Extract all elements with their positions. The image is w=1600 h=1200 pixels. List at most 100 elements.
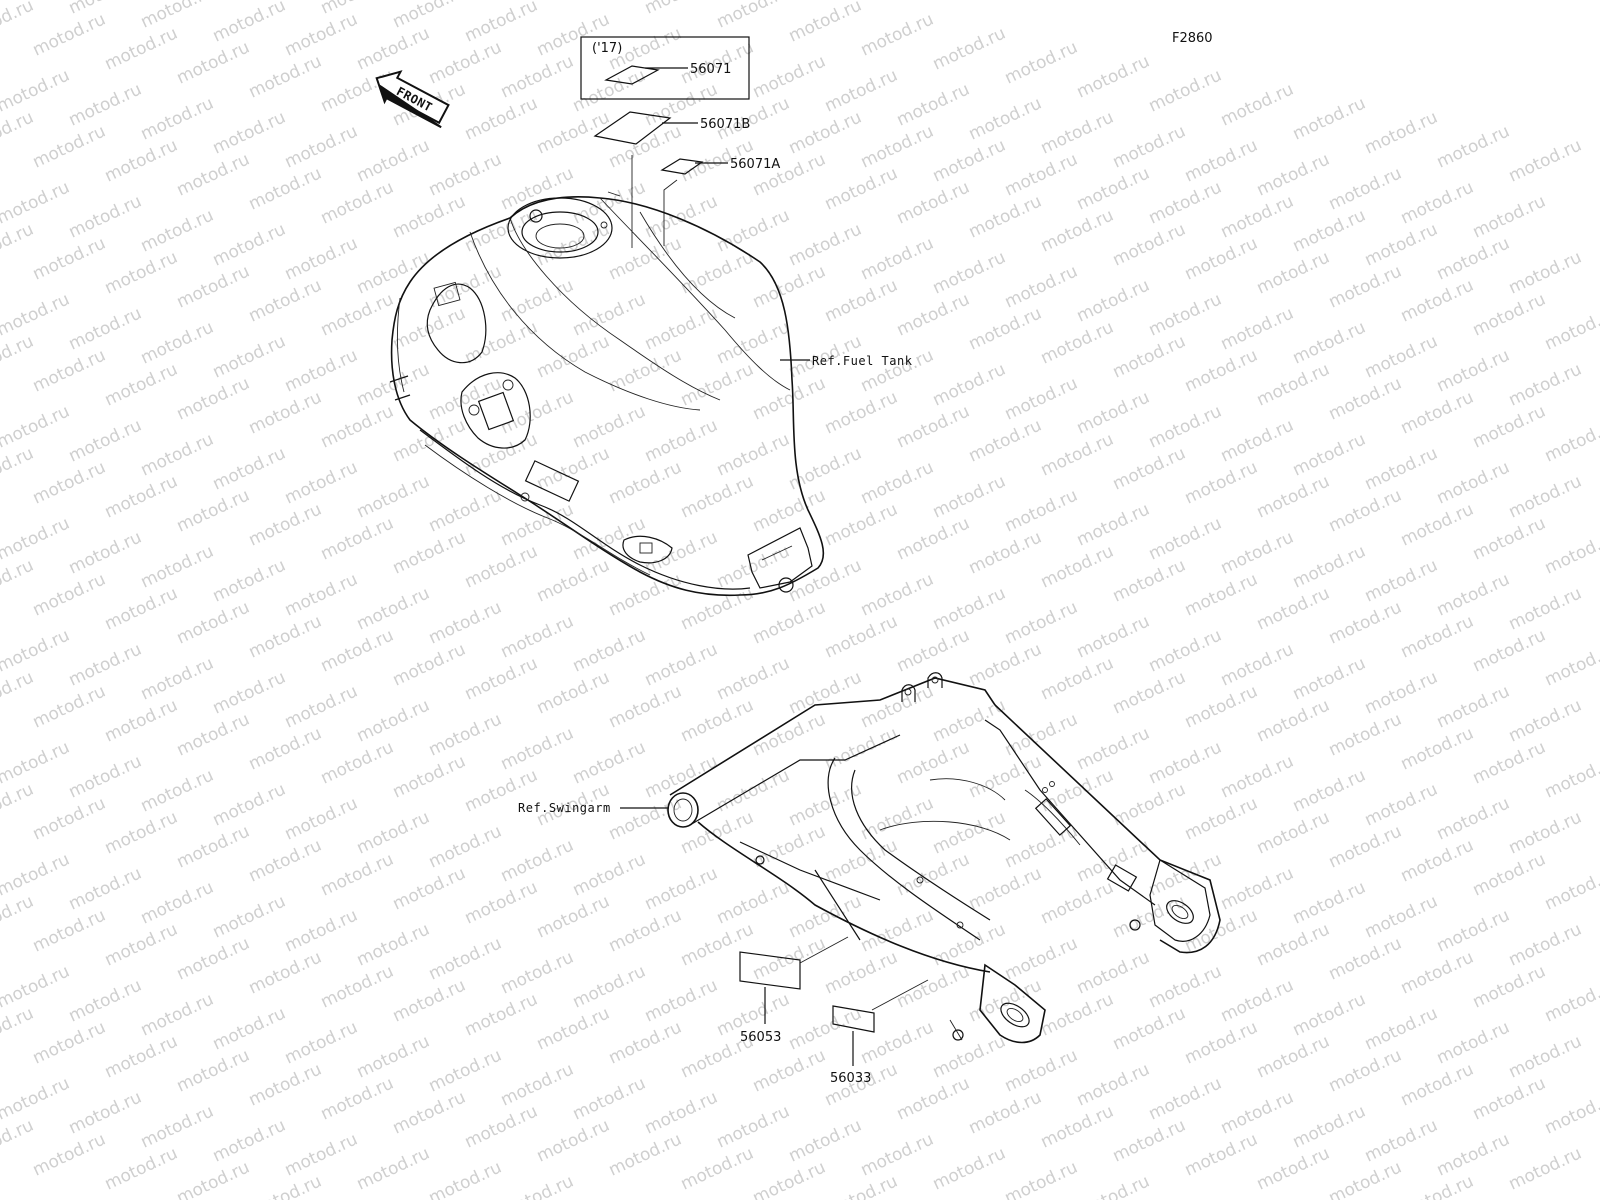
watermark-text: motod.ru (210, 555, 289, 606)
watermark-text: motod.ru (66, 527, 145, 578)
watermark-text: motod.ru (930, 471, 1009, 522)
watermark-text: motod.ru (1506, 1143, 1585, 1194)
watermark-text: motod.ru (426, 1157, 505, 1200)
watermark-text: motod.ru (1542, 527, 1600, 578)
watermark-text: motod.ru (642, 975, 721, 1026)
watermark-text: motod.ru (102, 1143, 181, 1194)
watermark-text: motod.ru (1074, 163, 1153, 214)
watermark-text: motod.ru (102, 471, 181, 522)
part-number-56053: 56053 (740, 1030, 781, 1045)
watermark-text: motod.ru (606, 681, 685, 732)
watermark-text: motod.ru (678, 1143, 757, 1194)
watermark-text: motod.ru (1038, 989, 1117, 1040)
watermark-text: motod.ru (1326, 373, 1405, 424)
watermark-text: motod.ru (930, 23, 1009, 74)
watermark-text: motod.ru (1506, 247, 1585, 298)
watermark-text: motod.ru (966, 93, 1045, 144)
watermark-text: motod.ru (0, 1003, 37, 1054)
watermark-text: motod.ru (930, 1143, 1009, 1194)
watermark-text: motod.ru (210, 891, 289, 942)
watermark-text: motod.ru (390, 863, 469, 914)
watermark-text: motod.ru (210, 331, 289, 382)
watermark-text: motod.ru (174, 485, 253, 536)
watermark-text: motod.ru (174, 373, 253, 424)
watermark-text: motod.ru (30, 233, 109, 284)
watermark-text: motod.ru (0, 1073, 73, 1124)
watermark-text: motod.ru (174, 1157, 253, 1200)
watermark-text: motod.ru (138, 989, 217, 1040)
watermark-text: motod.ru (354, 23, 433, 74)
watermark-text: motod.ru (426, 149, 505, 200)
watermark-text: motod.ru (606, 233, 685, 284)
part-number-56071B: 56071B (700, 117, 750, 132)
watermark-text: motod.ru (1182, 345, 1261, 396)
watermark-text: motod.ru (1290, 541, 1369, 592)
watermark-text: motod.ru (462, 0, 541, 47)
watermark-text: motod.ru (138, 877, 217, 928)
watermark-text: motod.ru (102, 583, 181, 634)
watermark-text: motod.ru (0, 331, 37, 382)
watermark-text: motod.ru (1290, 765, 1369, 816)
watermark-text: motod.ru (1362, 891, 1441, 942)
watermark-text: motod.ru (534, 667, 613, 718)
watermark-text: motod.ru (174, 821, 253, 872)
watermark-text: motod.ru (462, 541, 541, 592)
watermark-text: motod.ru (750, 1045, 829, 1096)
watermark-text: motod.ru (822, 387, 901, 438)
watermark-text: motod.ru (822, 947, 901, 998)
watermark-text: motod.ru (1254, 807, 1333, 858)
watermark-text: motod.ru (102, 135, 181, 186)
watermark-text: motod.ru (354, 807, 433, 858)
watermark-text: motod.ru (786, 219, 865, 270)
watermark-text: motod.ru (534, 331, 613, 382)
watermark-text: motod.ru (390, 975, 469, 1026)
watermark-text: motod.ru (390, 639, 469, 690)
watermark-text: motod.ru (570, 737, 649, 788)
watermark-text: motod.ru (1398, 947, 1477, 998)
watermark-text: motod.ru (894, 1073, 973, 1124)
watermark-text: motod.ru (1002, 261, 1081, 312)
watermark-text: motod.ru (1074, 723, 1153, 774)
watermark-text: motod.ru (1254, 919, 1333, 970)
watermark-text: motod.ru (282, 1017, 361, 1068)
watermark-text: motod.ru (1506, 1031, 1585, 1082)
watermark-text: motod.ru (1470, 849, 1549, 900)
watermark-text: motod.ru (1362, 1003, 1441, 1054)
watermark-text: motod.ru (1398, 177, 1477, 228)
watermark-text: motod.ru (534, 1115, 613, 1166)
watermark-text: motod.ru (1254, 471, 1333, 522)
watermark-text: motod.ru (894, 401, 973, 452)
watermark-text: motod.ru (894, 177, 973, 228)
watermark-text: motod.ru (1470, 289, 1549, 340)
watermark-text: motod.ru (0, 177, 73, 228)
watermark-text: motod.ru (1506, 359, 1585, 410)
watermark-text: motod.ru (642, 751, 721, 802)
watermark-text: motod.ru (498, 835, 577, 886)
watermark-text: motod.ru (1470, 191, 1549, 242)
watermark-text: motod.ru (210, 1003, 289, 1054)
watermark-text: motod.ru (30, 1129, 109, 1180)
watermark-text: motod.ru (1002, 933, 1081, 984)
watermark-text: motod.ru (966, 1087, 1045, 1138)
watermark-text: motod.ru (894, 79, 973, 130)
watermark-text: motod.ru (390, 1087, 469, 1138)
watermark-text: motod.ru (642, 863, 721, 914)
watermark-text: motod.ru (1290, 317, 1369, 368)
watermark-text: motod.ru (1146, 1073, 1225, 1124)
part-number-56071A: 56071A (730, 157, 780, 172)
watermark-text: motod.ru (1398, 1059, 1477, 1110)
watermark-text: motod.ru (750, 261, 829, 312)
watermark-text: motod.ru (786, 779, 865, 830)
watermark-text: motod.ru (390, 751, 469, 802)
watermark-text: motod.ru (102, 247, 181, 298)
watermark-text: motod.ru (966, 303, 1045, 354)
watermark-text: motod.ru (1542, 975, 1600, 1026)
watermark-text: motod.ru (210, 1115, 289, 1166)
watermark-text: motod.ru (390, 527, 469, 578)
label-56071B-decal (593, 111, 672, 145)
watermark-text: motod.ru (0, 779, 37, 830)
watermark-text: motod.ru (0, 0, 37, 47)
watermark-text: motod.ru (354, 1031, 433, 1082)
watermark-text: motod.ru (138, 429, 217, 480)
watermark-text: motod.ru (714, 429, 793, 480)
